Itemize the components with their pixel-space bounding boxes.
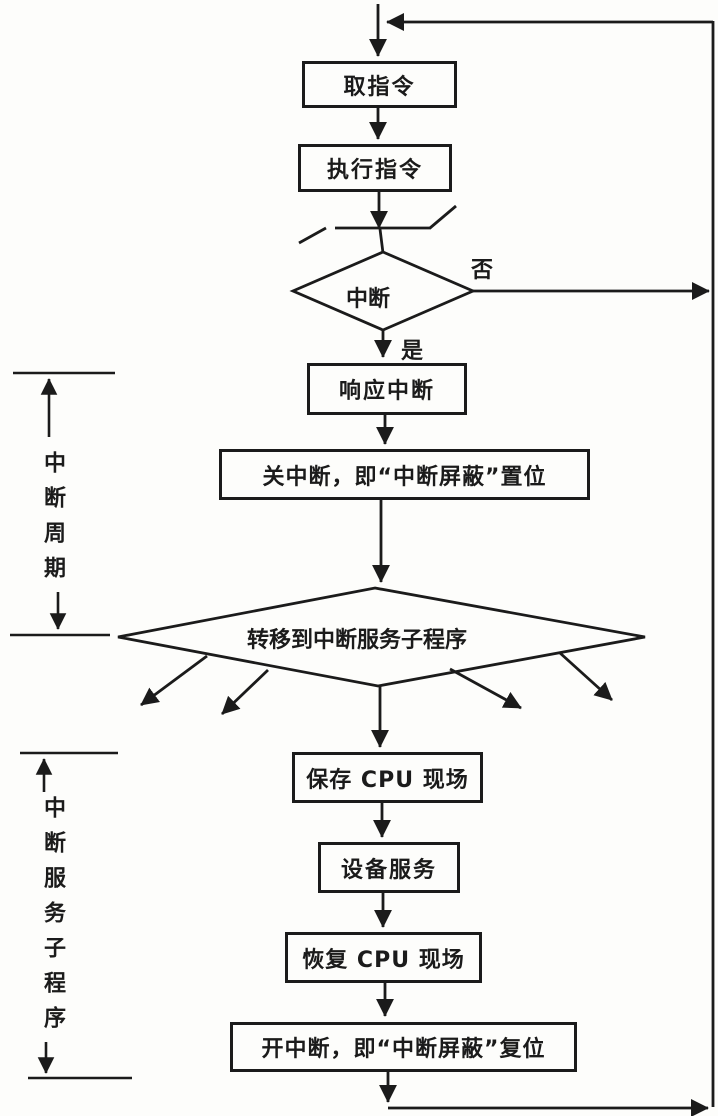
isr-bracket-label: 中断服务子程序	[40, 796, 65, 1041]
node-restore-cpu-state-label: 恢复 CPU 现场	[302, 947, 465, 973]
vector-dispatch-diamond	[117, 586, 646, 688]
node-enable-interrupt: 开中断，即“中断屏蔽”复位	[230, 1022, 577, 1072]
fanout-arrow-3	[449, 667, 522, 710]
isr-bracket	[20, 751, 132, 1080]
interrupt-switch-mark	[298, 204, 457, 245]
fanout-arrow-4	[559, 651, 613, 702]
fanout-arrow-1	[140, 654, 208, 707]
interrupt-decision-label: 中断	[345, 287, 390, 312]
node-save-cpu-state: 保存 CPU 现场	[292, 752, 483, 803]
flow-edges	[369, 108, 710, 1103]
interrupt-cycle-bracket	[10, 371, 115, 637]
edge-switch-interrupt	[378, 228, 385, 254]
loop-bus	[369, 4, 715, 1116]
fanout-arrow-2	[221, 668, 269, 716]
node-disable-interrupt: 关中断，即“中断屏蔽”置位	[219, 449, 590, 500]
yes-branch-label: 是	[401, 339, 424, 364]
node-disable-interrupt-label: 关中断，即“中断屏蔽”置位	[262, 464, 547, 490]
interrupt-decision-diamond	[289, 250, 477, 332]
node-enable-interrupt-label: 开中断，即“中断屏蔽”复位	[261, 1037, 546, 1062]
node-respond-interrupt-label: 响应中断	[338, 379, 435, 404]
node-fetch-instruction-label: 取指令	[343, 74, 416, 100]
no-branch-label: 否	[471, 258, 494, 283]
node-execute-instruction-label: 执行指令	[326, 158, 423, 183]
node-save-cpu-state-label: 保存 CPU 现场	[306, 767, 469, 793]
node-restore-cpu-state: 恢复 CPU 现场	[285, 932, 482, 983]
node-device-service-label: 设备服务	[340, 857, 437, 883]
switch-left-slash	[298, 226, 327, 245]
interrupt-cycle-bracket-label: 中断周期	[40, 451, 65, 591]
node-execute-instruction: 执行指令	[298, 144, 452, 192]
node-fetch-instruction: 取指令	[302, 61, 457, 108]
node-respond-interrupt: 响应中断	[307, 363, 467, 415]
node-device-service: 设备服务	[318, 842, 460, 893]
vector-fanout-arrows	[140, 651, 613, 716]
switch-right-slash	[429, 204, 457, 230]
vector-dispatch-label: 转移到中断服务子程序	[247, 628, 468, 653]
